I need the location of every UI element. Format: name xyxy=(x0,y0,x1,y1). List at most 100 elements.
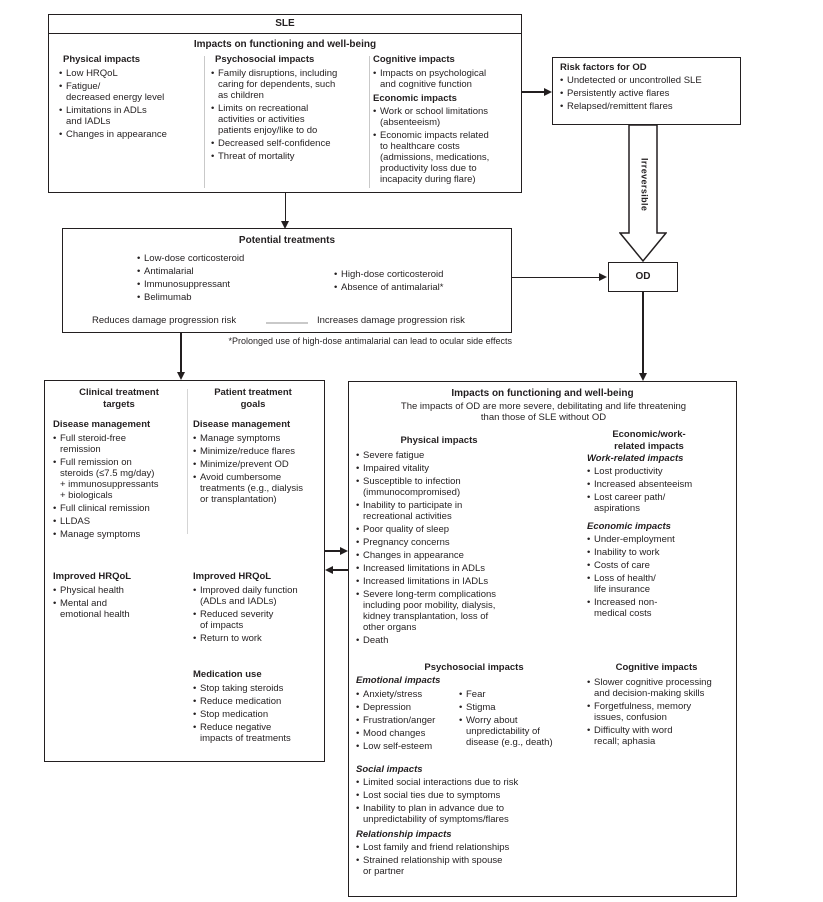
list-item: Limits on recreational activities or act… xyxy=(211,103,365,136)
list-item: Stigma xyxy=(459,702,597,713)
list-item: Severe long-term complications including… xyxy=(356,589,601,633)
section-heading: Disease management xyxy=(53,419,151,430)
list-item: Economic impacts related to healthcare c… xyxy=(373,130,519,185)
bullet-list: FearStigmaWorry about unpredictability o… xyxy=(459,689,597,748)
list-item: Family disruptions, including caring for… xyxy=(211,68,365,101)
list-item: Impaired vitality xyxy=(356,463,601,474)
list-item: Avoid cumbersome treatments (e.g., dialy… xyxy=(193,472,323,505)
list-item: Death xyxy=(356,635,601,646)
list-item: Mental and emotional health xyxy=(53,598,191,620)
list-item: Lost career path/ aspirations xyxy=(587,492,735,514)
list-item: Susceptible to infection (immunocompromi… xyxy=(356,476,601,498)
bullet-list: Low HRQoL Fatigue/ decreased energy level… xyxy=(59,68,201,140)
section-heading: Improved HRQoL xyxy=(193,571,272,582)
list-item: Antimalarial xyxy=(137,266,327,277)
bullet-list: Slower cognitive processing and decision… xyxy=(587,677,737,747)
list-item: Threat of mortality xyxy=(211,151,365,162)
list-item: Lost productivity xyxy=(587,466,735,477)
list-item: Minimize/prevent OD xyxy=(193,459,323,470)
list-item: Persistently active flares xyxy=(560,88,733,99)
list-item: Physical health xyxy=(53,585,191,596)
list-item: Stop medication xyxy=(193,709,323,720)
subsection-heading: Work-related impacts xyxy=(587,453,684,464)
list-item: Decreased self-confidence xyxy=(211,138,365,149)
list-item: Return to work xyxy=(193,633,323,644)
list-item: Mood changes xyxy=(356,728,456,739)
list-item: Reduced severity of impacts xyxy=(193,609,323,631)
section-heading: Cognitive impacts xyxy=(373,54,455,65)
patient-hrqol-section: Improved HRQoL Improved daily function (… xyxy=(193,571,323,644)
list-item: Increased limitations in ADLs xyxy=(356,563,601,574)
list-item: Anxiety/stress xyxy=(356,689,456,700)
physical-impacts-section: Physical impacts Low HRQoLFatigue/ decre… xyxy=(59,54,201,140)
list-item: Inability to plan in advance due to unpr… xyxy=(356,803,621,825)
list-item: Immunosuppressant xyxy=(137,279,327,290)
bullet-list: Under-employmentInability to workCosts o… xyxy=(587,534,732,619)
irreversible-label: Irreversible xyxy=(639,158,650,212)
subsection-heading: Relationship impacts xyxy=(356,829,452,840)
list-item: Undetected or uncontrolled SLE xyxy=(560,75,733,86)
bullet-list: Work or school limitations (absenteeism)… xyxy=(373,106,519,185)
od-title: OD xyxy=(635,271,651,283)
subsection-heading: Economic impacts xyxy=(587,521,671,532)
list-item: Stop taking steroids xyxy=(193,683,323,694)
increases-caption: Increases damage progression risk xyxy=(317,315,465,326)
list-item: Low HRQoL xyxy=(59,68,201,79)
list-item: Severe fatigue xyxy=(356,450,601,461)
connector-line xyxy=(512,276,601,278)
section-heading: Medication use xyxy=(193,669,262,680)
risk-factors-heading: Risk factors for OD xyxy=(560,62,647,73)
list-item: Frustration/anger xyxy=(356,715,456,726)
list-item: Impacts on psychological and cognitive f… xyxy=(373,68,519,90)
connector-line xyxy=(642,292,644,374)
bullet-list: Stop taking steroidsReduce medicationSto… xyxy=(193,683,323,744)
patient-disease-section: Disease management Manage symptomsMinimi… xyxy=(193,419,323,505)
list-item: Low-dose corticosteroid xyxy=(137,253,327,264)
list-item: Low self-esteem xyxy=(356,741,456,752)
bullet-list: Family disruptions, including caring for… xyxy=(211,68,365,162)
list-item: Changes in appearance xyxy=(356,550,601,561)
connector-line xyxy=(332,569,348,571)
list-item: Increased non- medical costs xyxy=(587,597,732,619)
connector-line xyxy=(325,550,341,552)
sle-impacts-box: Impacts on functioning and well-being Ph… xyxy=(48,33,522,193)
list-item: Full steroid-free remission xyxy=(53,433,191,455)
list-item: Fatigue/ decreased energy level xyxy=(59,81,201,103)
column-divider xyxy=(204,56,205,188)
patient-goals-heading: Patient treatment goals xyxy=(214,387,292,410)
connector-line xyxy=(180,333,182,373)
list-item: Reduce medication xyxy=(193,696,323,707)
arrow-left-icon xyxy=(325,565,333,574)
list-item: Pregnancy concerns xyxy=(356,537,601,548)
section-heading: Economic/work- related impacts xyxy=(612,429,686,452)
list-item: Reduce negative impacts of treatments xyxy=(193,722,323,744)
treatment-targets-box: Clinical treatment targets Disease manag… xyxy=(44,380,325,762)
list-item: Increased limitations in IADLs xyxy=(356,576,601,587)
list-item: Improved daily function (ADLs and IADLs) xyxy=(193,585,323,607)
subsection-heading: Social impacts xyxy=(356,764,423,775)
arrow-down-icon xyxy=(281,221,289,229)
od-impacts-box: Impacts on functioning and well-being Th… xyxy=(348,381,737,897)
patient-medication-section: Medication use Stop taking steroidsReduc… xyxy=(193,669,323,744)
bullet-list: Limited social interactions due to riskL… xyxy=(356,777,621,825)
list-item: Lost family and friend relationships xyxy=(356,842,621,853)
list-item: Inability to participate in recreational… xyxy=(356,500,601,522)
bullet-list: Full steroid-free remissionFull remissio… xyxy=(53,433,191,540)
sle-box: SLE xyxy=(48,14,522,34)
od-impacts-title: Impacts on functioning and well-being xyxy=(451,388,634,399)
bullet-list: High-dose corticosteroidAbsence of antim… xyxy=(334,269,504,293)
sle-impacts-title: Impacts on functioning and well-being xyxy=(193,39,377,50)
list-item: Work or school limitations (absenteeism) xyxy=(373,106,519,128)
column-divider xyxy=(369,56,370,188)
connector-line xyxy=(284,193,286,222)
connector-line xyxy=(521,91,546,93)
arrow-down-icon xyxy=(176,372,185,380)
bullet-list: Low-dose corticosteroidAntimalarialImmun… xyxy=(137,253,327,303)
section-heading: Physical impacts xyxy=(400,435,478,446)
treatments-title: Potential treatments xyxy=(238,235,336,246)
list-item: LLDAS xyxy=(53,516,191,527)
arrow-down-icon xyxy=(638,373,647,381)
clinical-targets-heading: Clinical treatment targets xyxy=(79,387,159,410)
section-heading: Cognitive impacts xyxy=(615,662,698,673)
list-item: Full remission on steroids (≤7.5 mg/day)… xyxy=(53,457,191,501)
